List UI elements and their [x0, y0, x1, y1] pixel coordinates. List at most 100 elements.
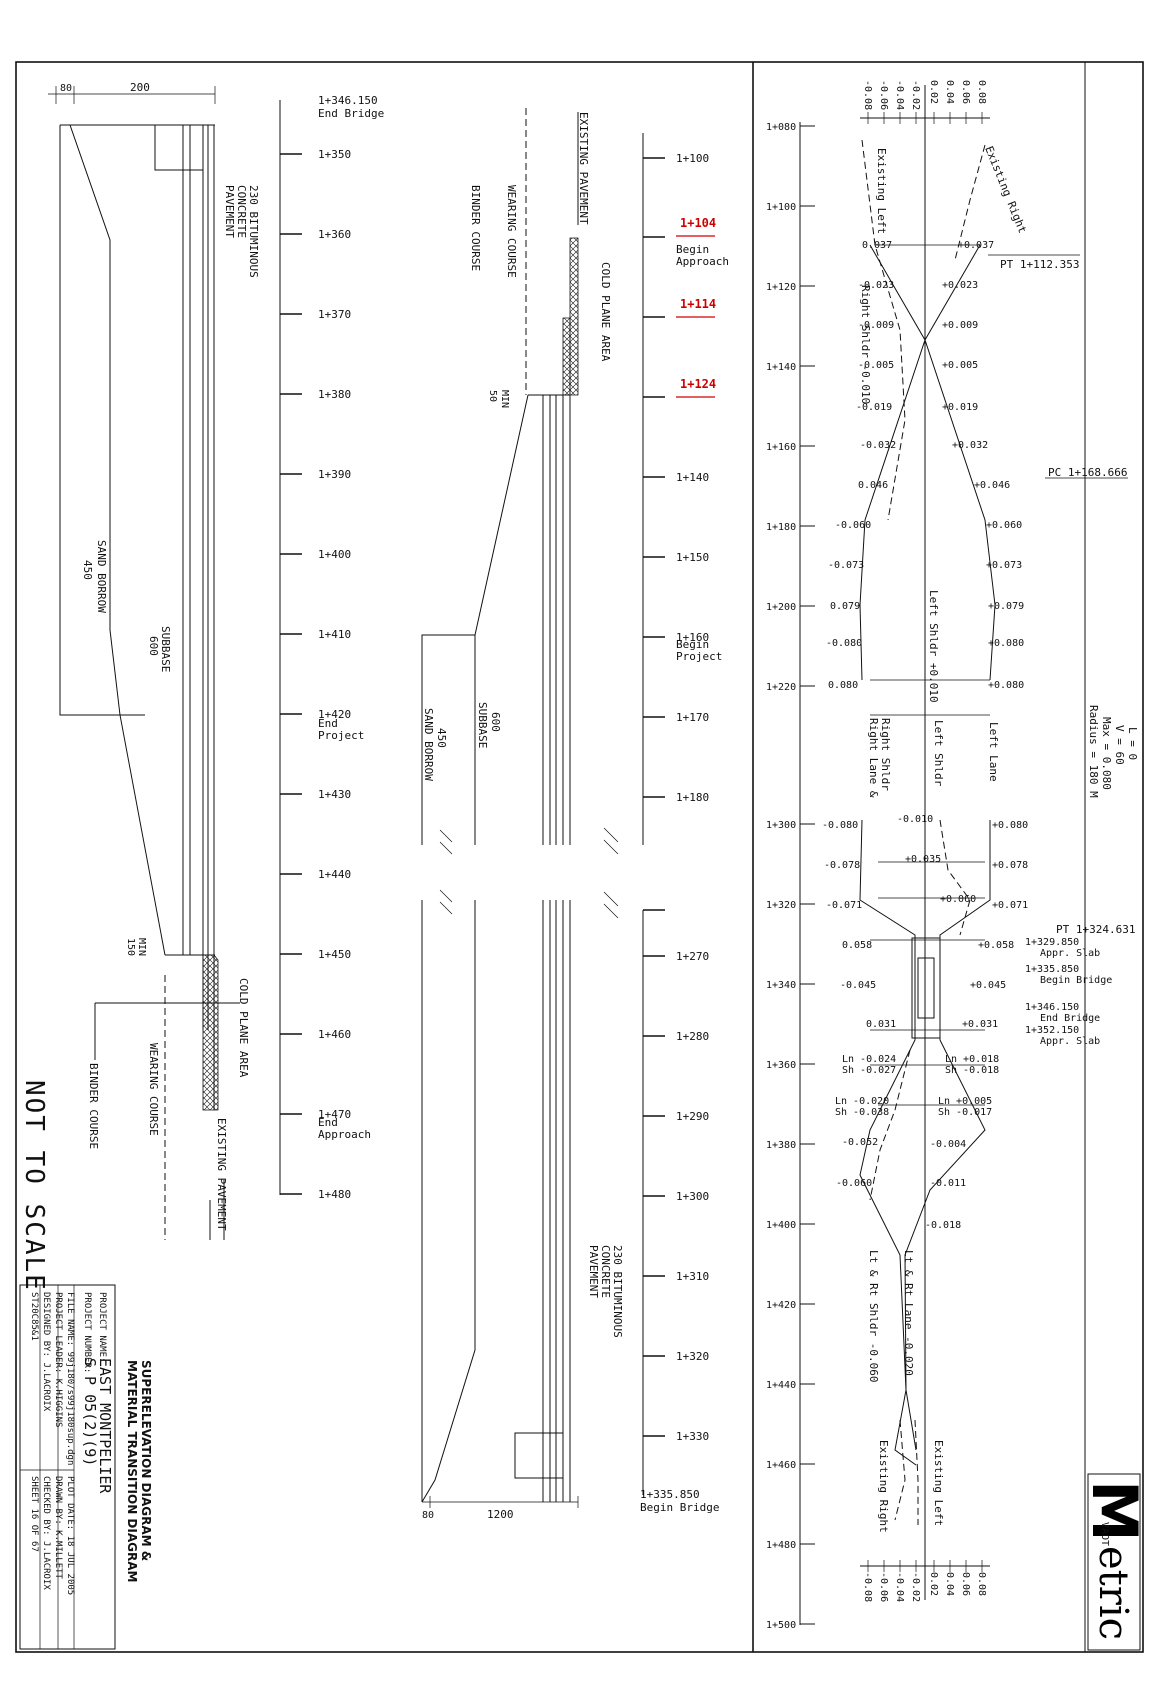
mid-station-label: 1+310 — [676, 1270, 709, 1283]
left-station-label: 1+390 — [318, 468, 351, 481]
left-station-label: 1+480 — [318, 1188, 351, 1201]
left-station-label: 1+370 — [318, 308, 351, 321]
file-name: FILE NAME: 99j180/s99j180sup.dgn — [65, 1292, 75, 1465]
svg-text:1+124: 1+124 — [680, 377, 716, 391]
dim-1200-mid: 1200 — [487, 1508, 514, 1521]
super-station-label: 1+360 — [766, 1060, 796, 1071]
scale-label: 0.02 — [928, 1572, 939, 1596]
scale-label: 0.02 — [928, 80, 939, 104]
super-station-label: 1+340 — [766, 980, 796, 991]
sheet-ref: ST20C85&1 — [29, 1292, 39, 1341]
svg-text:1+104: 1+104 — [680, 216, 716, 230]
left-slope-value: -0.005 — [858, 360, 894, 371]
dim-80-left: 80 — [60, 83, 72, 94]
left-station-label: 1+350 — [318, 148, 351, 161]
super-station-label: 1+500 — [766, 1620, 796, 1631]
red-station-edits: 1+104 1+114 1+124 — [676, 216, 716, 398]
mid-station-label: 1+290 — [676, 1110, 709, 1123]
left-slope-value: -0.060 — [836, 1178, 872, 1189]
super-station-label: 1+400 — [766, 1220, 796, 1231]
lt-rt-shldr-label: Lt & Rt Shldr -0.060 — [867, 1250, 880, 1382]
right-shldr-label: Right Shldr -0.010 — [859, 285, 872, 404]
mid-station-label: 1+300 — [676, 1190, 709, 1203]
right-slope-value: -0.004 — [930, 1139, 966, 1150]
appr-slab1-label: 1+329.850 Appr. Slab — [1025, 937, 1100, 959]
left-slope-value: -0.080 — [826, 638, 862, 649]
scale-label: -0.02 — [910, 1572, 921, 1602]
scale-label: -0.06 — [878, 1572, 889, 1602]
left-station-label: 1+430 — [318, 788, 351, 801]
sheet-number: SHEET 16 OF 67 — [29, 1476, 39, 1552]
super-station-label: 1+120 — [766, 282, 796, 293]
super-station-label: 1+380 — [766, 1140, 796, 1151]
end-project-label: End Project — [318, 717, 364, 742]
right-slope-value: +0.071 — [992, 900, 1028, 911]
begin-bridge-label-super: 1+335.850 Begin Bridge — [1025, 964, 1112, 986]
left-station-label: 1+420 — [318, 708, 351, 721]
left-slope-value: -0.032 — [860, 440, 896, 451]
title-line1: SUPERELEVATION DIAGRAM & — [139, 1360, 153, 1561]
super-station-label: 1+440 — [766, 1380, 796, 1391]
existing-pavement-mid: EXISTING PAVEMENT — [577, 112, 590, 225]
mid-station-label: 1+160 — [676, 631, 709, 644]
title-line2: MATERIAL TRANSITION DIAGRAM — [125, 1360, 139, 1582]
svg-text:PROJECT NUMBER:: PROJECT NUMBER: — [82, 1292, 92, 1373]
existing-right-bottom: Existing Right — [877, 1440, 890, 1533]
project-name-label: PROJECT NAME: — [97, 1292, 107, 1362]
lt-rt-lane-label: Lt & Rt Lane -0.020 — [902, 1250, 915, 1376]
left-slope-value: 0.037 — [862, 240, 892, 251]
end-bridge-label-left: End Bridge — [318, 107, 384, 120]
right-slope-value: +0.073 — [986, 560, 1022, 571]
left-slope-value: 0.058 — [842, 940, 872, 951]
end-bridge-label-super: 1+346.150 End Bridge — [1025, 1002, 1100, 1024]
left-station-label: 1+400 — [318, 548, 351, 561]
left-slope-value: -0.052 — [842, 1137, 878, 1148]
right-slope-value: +0.058 — [978, 940, 1014, 951]
super-station-label: 1+320 — [766, 900, 796, 911]
left-slope-value: -0.045 — [840, 980, 876, 991]
right-slope-value: +0.045 — [970, 980, 1006, 991]
right-slope-value: -0.011 — [930, 1178, 966, 1189]
right-slope-value: +0.080 — [988, 638, 1024, 649]
left-station-label: 1+380 — [318, 388, 351, 401]
right-slope-value: +0.037 — [958, 240, 994, 251]
left-shldr-label: Left Shldr +0.010 — [927, 590, 940, 703]
super-station-label: 1+220 — [766, 682, 796, 693]
right-slope-value: +0.046 — [974, 480, 1010, 491]
min-50-mid: 50 MIN — [487, 390, 510, 408]
logo-rest: etric — [1090, 1546, 1136, 1640]
super-station-label: 1+480 — [766, 1540, 796, 1551]
left-station-label: 1+470 — [318, 1108, 351, 1121]
scale-label: 0.06 — [960, 80, 971, 104]
existing-left-bottom: Existing Left — [932, 1440, 945, 1526]
mid-station-label: 1+170 — [676, 711, 709, 724]
left-profile: 80 200 230 BITUMINOUS CONCRETE PAVEMENT … — [19, 81, 384, 1292]
right-slope-value: -0.018 — [925, 1220, 961, 1231]
logo-letter-m: M — [1078, 1480, 1151, 1542]
binder-course-left: BINDER COURSE — [87, 1063, 100, 1149]
right-lane-label: Right Lane & Right Shldr — [867, 718, 892, 804]
left-slope-value: -0.073 — [828, 560, 864, 571]
not-to-scale-note: NOT TO SCALE — [19, 1080, 49, 1292]
pavement-label-mid: 230 BITUMINOUS CONCRETE PAVEMENT — [587, 1245, 624, 1344]
mid-station-label: 1+180 — [676, 791, 709, 804]
right-slope-value: +0.060 — [986, 520, 1022, 531]
mid-station-label: 1+280 — [676, 1030, 709, 1043]
left-shldr2-label: Left Shldr — [932, 720, 945, 787]
checked-by: CHECKED BY: J.LACROIX — [41, 1476, 51, 1590]
right-slope-value: +0.031 — [962, 1019, 998, 1030]
left-station-label: 1+410 — [318, 628, 351, 641]
sand-borrow-mid: 450 SAND BORROW — [422, 708, 448, 781]
super-station-label: 1+420 — [766, 1300, 796, 1311]
metric-logo: M VAOT etric — [1078, 1473, 1151, 1651]
left-station-label: 1+460 — [318, 1028, 351, 1041]
left-slope-value: -0.060 — [835, 520, 871, 531]
left-slope-value: -0.078 — [824, 860, 860, 871]
scale-label: 0.06 — [960, 1572, 971, 1596]
pavement-label-left: 230 BITUMINOUS CONCRETE PAVEMENT — [223, 185, 260, 284]
mid-station-label: 1+330 — [676, 1430, 709, 1443]
scale-label: -0.06 — [878, 80, 889, 110]
